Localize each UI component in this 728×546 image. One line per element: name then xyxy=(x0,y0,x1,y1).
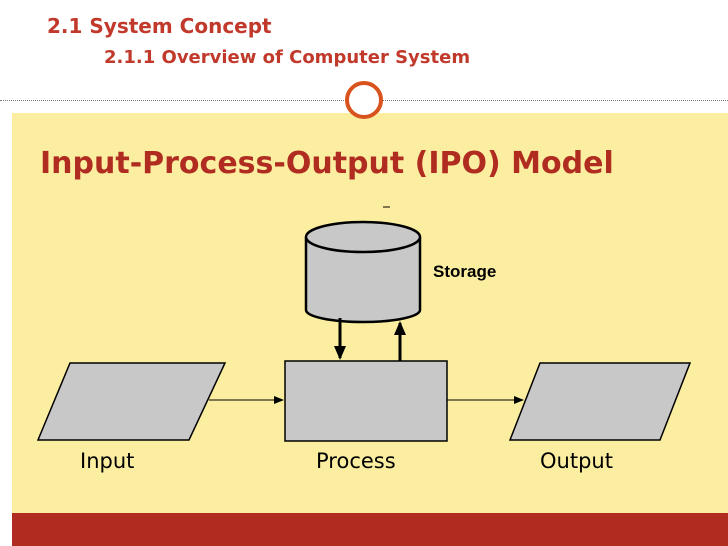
process-label: Process xyxy=(316,449,396,473)
storage-label: Storage xyxy=(433,262,496,281)
output-shape xyxy=(508,362,692,441)
slide-heading: Input-Process-Output (IPO) Model xyxy=(40,146,614,181)
subsection-title: 2.1.1 Overview of Computer System xyxy=(104,47,471,68)
input-shape xyxy=(36,362,227,441)
decorative-circle-icon xyxy=(345,81,383,119)
storage-cylinder xyxy=(304,220,422,324)
footer-bar xyxy=(12,513,728,546)
input-label: Input xyxy=(80,449,134,473)
output-label: Output xyxy=(540,449,613,473)
process-shape xyxy=(284,360,448,442)
section-title: 2.1 System Concept xyxy=(47,14,272,38)
